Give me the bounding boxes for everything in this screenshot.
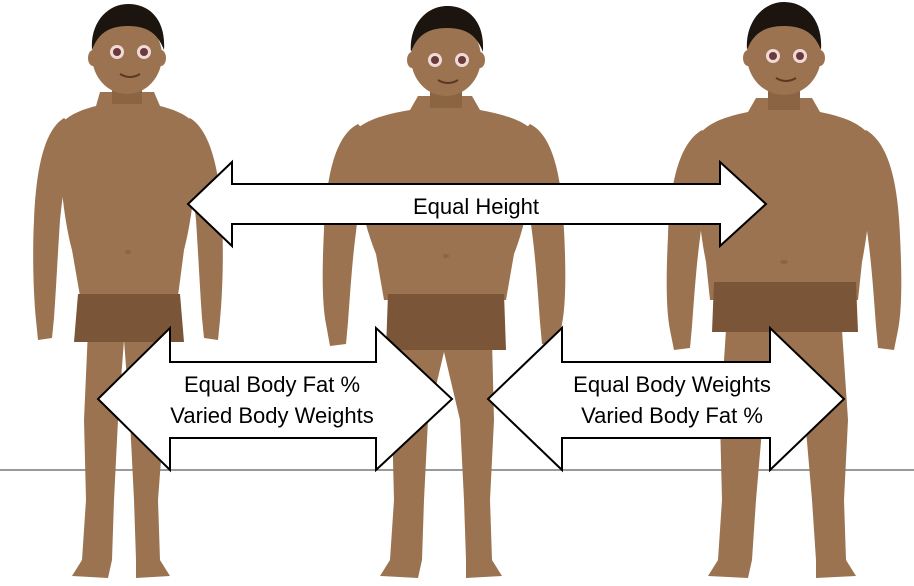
equal-body-weights-label-line1: Equal Body Weights (573, 372, 771, 397)
middle-figure-navel (443, 254, 449, 258)
left-figure-navel (125, 250, 131, 254)
left-figure-torso (60, 92, 197, 296)
left-figure-iris-right (140, 48, 148, 56)
left-figure-ear-left (88, 50, 98, 66)
equal-body-weights-label-line2: Varied Body Fat % (581, 403, 763, 428)
middle-figure-iris-left (431, 56, 439, 64)
equal-body-fat-label-line2: Varied Body Weights (170, 403, 373, 428)
middle-figure-ear-left (407, 52, 417, 68)
right-figure-iris-right (796, 52, 804, 60)
right-figure-shorts (712, 282, 858, 332)
right-figure-ear-right (815, 50, 825, 66)
equal-height-label: Equal Height (413, 194, 539, 219)
right-figure-navel (780, 260, 788, 264)
middle-figure-ear-right (475, 52, 485, 68)
equal-body-fat-label-line1: Equal Body Fat % (184, 372, 360, 397)
left-figure-iris-left (113, 48, 121, 56)
right-figure-ear-left (743, 50, 753, 66)
right-figure-iris-left (769, 52, 777, 60)
middle-figure-iris-right (458, 56, 466, 64)
middle-figure-shorts (386, 294, 506, 350)
left-figure-ear-right (156, 50, 166, 66)
